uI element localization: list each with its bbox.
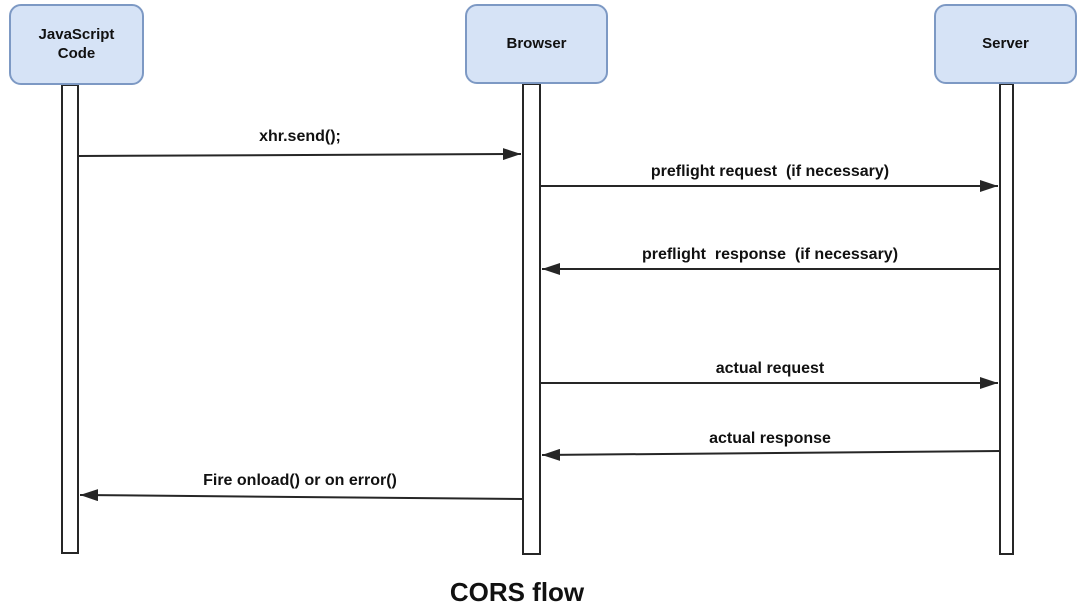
message-label-preflight-response: preflight response (if necessary)	[641, 246, 899, 263]
message-label-actual-response: actual response	[709, 430, 831, 447]
lifeline-browser	[522, 83, 541, 555]
actor-server-label: Server	[982, 34, 1029, 52]
message-label-fire-onload: Fire onload() or on error()	[203, 472, 397, 489]
arrow-fire-onload	[79, 489, 524, 502]
actor-javascript-code-label: JavaScript Code	[38, 25, 115, 62]
lifeline-server	[999, 83, 1014, 555]
actor-browser-label: Browser	[506, 34, 567, 52]
message-label-preflight-request: preflight request (if necessary)	[650, 163, 890, 180]
lifeline-javascript-code	[61, 84, 79, 554]
arrow-xhr-send	[77, 148, 522, 161]
actor-browser: Browser	[465, 4, 608, 84]
actor-javascript-code: JavaScript Code	[9, 4, 144, 85]
diagram-title: CORS flow	[449, 577, 585, 607]
message-label-actual-request: actual request	[715, 360, 825, 377]
message-label-xhr-send: xhr.send();	[259, 128, 341, 145]
arrow-actual-response	[541, 448, 1001, 461]
actor-server: Server	[934, 4, 1077, 84]
